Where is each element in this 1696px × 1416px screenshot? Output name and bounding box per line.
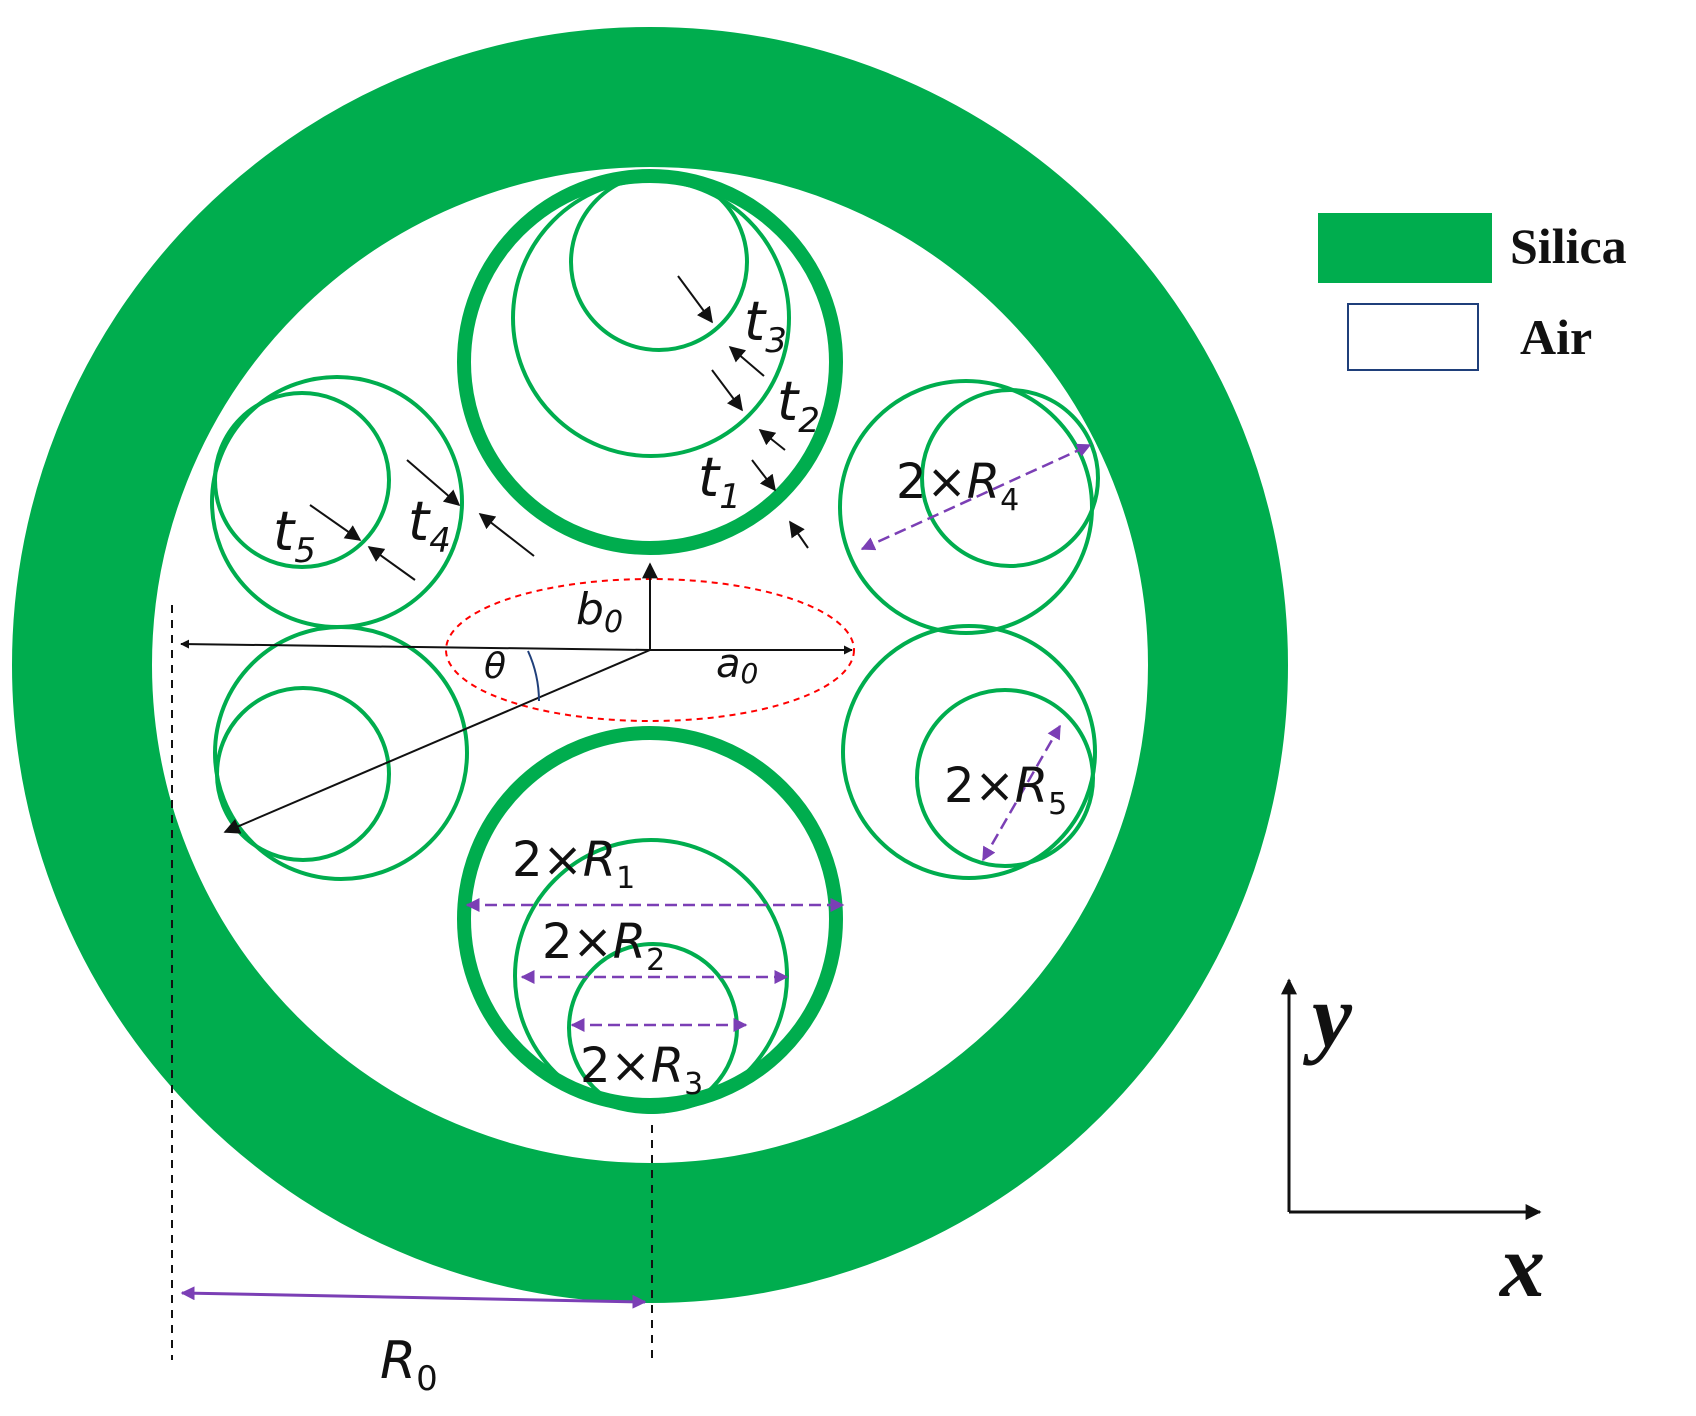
r0-dimension (171, 605, 653, 1360)
r4-diameter-arrow (860, 443, 1092, 551)
r1-label: 2×R1 (512, 832, 635, 896)
a0-label: a0 (716, 641, 758, 690)
diameter-arrows (465, 443, 1092, 1032)
t1-label: t1 (698, 446, 741, 517)
r5-diameter-arrow (981, 724, 1062, 862)
top-nested-tube (457, 169, 843, 555)
y-axis-label: y (1302, 967, 1353, 1066)
angled-radius-arrow (223, 649, 651, 834)
r0-horizontal-arrow (180, 639, 651, 651)
legend-silica-swatch (1318, 213, 1492, 283)
lower-left-nested-tube (213, 625, 469, 881)
t5-label: t5 (273, 500, 316, 571)
r5-label: 2×R5 (944, 758, 1067, 822)
legend-air-swatch (1347, 303, 1479, 371)
b0-label: b0 (576, 584, 623, 640)
t4-label: t4 (408, 490, 451, 561)
silica-jacket-ring (12, 27, 1288, 1303)
legend-air-label: Air (1520, 309, 1592, 365)
r4-label: 2×R4 (896, 454, 1019, 518)
legend: Silica Air (1318, 213, 1627, 371)
legend-silica-label: Silica (1510, 218, 1627, 274)
thickness-arrows (309, 275, 809, 581)
r2-label: 2×R2 (542, 914, 665, 978)
coordinate-axes (1281, 978, 1542, 1220)
theta-arc (527, 650, 540, 702)
t3-label: t3 (744, 290, 787, 361)
theta-label: θ (484, 646, 506, 687)
r3-label: 2×R3 (580, 1038, 703, 1102)
r0-label: R0 (380, 1331, 438, 1399)
t2-label: t2 (777, 370, 820, 441)
x-axis-label: x (1498, 1217, 1545, 1316)
black-dimension-arrows (180, 562, 853, 834)
lower-right-nested-tube (841, 624, 1097, 880)
